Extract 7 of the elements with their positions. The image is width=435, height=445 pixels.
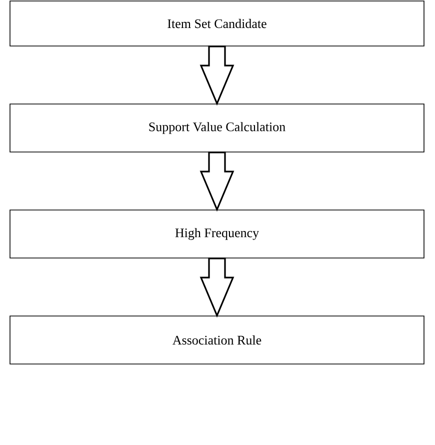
process-box: Association Rule bbox=[10, 316, 424, 364]
block-arrow bbox=[200, 46, 234, 106]
process-box: Support Value Calculation bbox=[10, 104, 424, 152]
block-arrow bbox=[200, 258, 234, 318]
process-box: High Frequency bbox=[10, 210, 424, 258]
process-box: Item Set Candidate bbox=[10, 0, 424, 46]
block-arrow bbox=[200, 152, 234, 212]
